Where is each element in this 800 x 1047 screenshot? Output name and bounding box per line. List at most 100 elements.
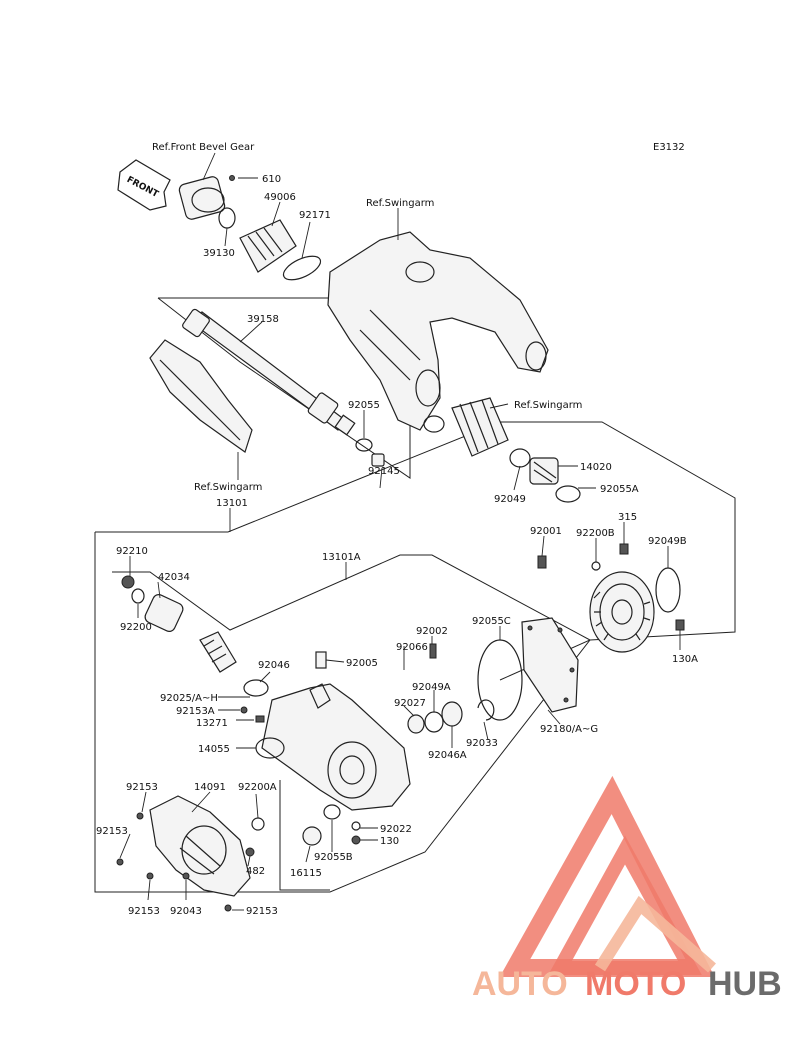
label-92022: 92022 xyxy=(380,824,412,835)
label-130: 130 xyxy=(380,836,399,847)
label-39130: 39130 xyxy=(203,248,235,259)
label-92200: 92200 xyxy=(120,622,152,633)
ring-gear xyxy=(589,571,655,653)
label-92153-top: 92153 xyxy=(126,782,158,793)
watermark-hub: HUB xyxy=(708,965,782,1003)
bolt-92043 xyxy=(182,872,190,880)
ref-swingarm-mid: Ref.Swingarm xyxy=(514,400,582,411)
bolt-92153-c xyxy=(146,872,154,880)
label-92153-right: 92153 xyxy=(246,906,278,917)
nut-130A xyxy=(675,619,685,631)
bearing-92046A xyxy=(441,701,463,727)
label-92033: 92033 xyxy=(466,738,498,749)
plug-315 xyxy=(619,543,629,555)
bearing-92027 xyxy=(407,714,425,734)
ring-92049B xyxy=(655,567,681,613)
screw-92153A xyxy=(240,706,248,714)
bolt-92153-b xyxy=(116,858,124,866)
label-482: 482 xyxy=(246,866,265,877)
label-92055C: 92055C xyxy=(472,616,511,627)
label-13101A: 13101A xyxy=(322,552,361,563)
ring-92049A xyxy=(424,711,444,733)
label-92046A: 92046A xyxy=(428,750,467,761)
washer-92200B xyxy=(591,561,601,571)
label-92145: 92145 xyxy=(368,466,400,477)
front-arrow: FRONT xyxy=(117,159,171,211)
label-13101: 13101 xyxy=(216,498,248,509)
boot-49006 xyxy=(239,219,297,273)
spring-92145 xyxy=(371,453,385,467)
label-92055A: 92055A xyxy=(600,484,639,495)
washer-92200 xyxy=(131,588,145,604)
label-92055: 92055 xyxy=(348,400,380,411)
label-92027: 92027 xyxy=(394,698,426,709)
label-92043: 92043 xyxy=(170,906,202,917)
watermark-moto: MOTO xyxy=(585,965,686,1003)
watermark-auto: AUTO xyxy=(472,965,568,1003)
watermark-logo: AUTO MOTO HUB xyxy=(472,775,782,1003)
oring-92055B xyxy=(323,804,341,820)
label-92002: 92002 xyxy=(416,626,448,637)
joint-14020 xyxy=(529,457,559,485)
oring-92055A xyxy=(555,485,581,503)
label-92025: 92025/A~H xyxy=(160,693,218,704)
bolt-92153-a xyxy=(136,812,144,820)
label-92066: 92066 xyxy=(396,642,428,653)
ring-92049 xyxy=(509,448,531,468)
swingarm xyxy=(327,231,549,433)
bolt-92153-d xyxy=(224,904,232,912)
label-610: 610 xyxy=(262,174,281,185)
label-92200A: 92200A xyxy=(238,782,277,793)
label-92005: 92005 xyxy=(346,658,378,669)
leader-lines xyxy=(119,152,681,911)
label-92153A: 92153A xyxy=(176,706,215,717)
label-92200B: 92200B xyxy=(576,528,615,539)
bolt-92001 xyxy=(537,555,547,569)
circlip-92033 xyxy=(477,699,495,721)
label-92210: 92210 xyxy=(116,546,148,557)
label-13271: 13271 xyxy=(196,718,228,729)
ref-swingarm-top: Ref.Swingarm xyxy=(366,198,434,209)
label-130A: 130A xyxy=(672,654,698,665)
label-92171: 92171 xyxy=(299,210,331,221)
nut-130 xyxy=(351,835,361,845)
drive-shaft-39158 xyxy=(182,308,356,436)
cover-14091 xyxy=(149,795,251,897)
label-92055B: 92055B xyxy=(314,852,353,863)
label-14055: 14055 xyxy=(198,744,230,755)
label-92180: 92180/A~G xyxy=(540,724,598,735)
label-16115: 16115 xyxy=(290,868,322,879)
washer-92022 xyxy=(351,821,361,831)
cover-92180 xyxy=(521,617,579,713)
clamp-92171 xyxy=(282,255,322,281)
label-39158: 39158 xyxy=(247,314,279,325)
label-92153-left: 92153 xyxy=(96,826,128,837)
final-gear-case-14055 xyxy=(255,683,411,811)
pinion-gear xyxy=(199,631,237,673)
label-92001: 92001 xyxy=(530,526,562,537)
cap-16115 xyxy=(302,826,322,846)
label-92049A: 92049A xyxy=(412,682,451,693)
label-92049: 92049 xyxy=(494,494,526,505)
ref-front-bevel-gear: Ref.Front Bevel Gear xyxy=(152,142,255,153)
ref-swingarm-left: Ref.Swingarm xyxy=(194,482,262,493)
washer-92200A xyxy=(251,817,265,831)
ring-39130 xyxy=(218,207,236,229)
front-bevel-gear xyxy=(178,175,235,220)
bolt-92002 xyxy=(429,643,437,659)
shim-92046 xyxy=(243,679,269,697)
bolt-482 xyxy=(245,847,255,857)
pin-13271 xyxy=(255,715,265,723)
breather-92005 xyxy=(315,651,327,669)
bearing-42034 xyxy=(144,594,184,632)
part-labels: E3132 Ref.Front Bevel Gear Ref.Swingarm … xyxy=(96,142,698,917)
label-49006: 49006 xyxy=(264,192,296,203)
nut-92210 xyxy=(121,575,135,589)
swingarm-left-piece xyxy=(149,339,253,453)
rear-boot xyxy=(451,397,509,457)
circlip-92055 xyxy=(355,438,373,452)
label-92046: 92046 xyxy=(258,660,290,671)
label-14091: 14091 xyxy=(194,782,226,793)
label-92153-bottom: 92153 xyxy=(128,906,160,917)
